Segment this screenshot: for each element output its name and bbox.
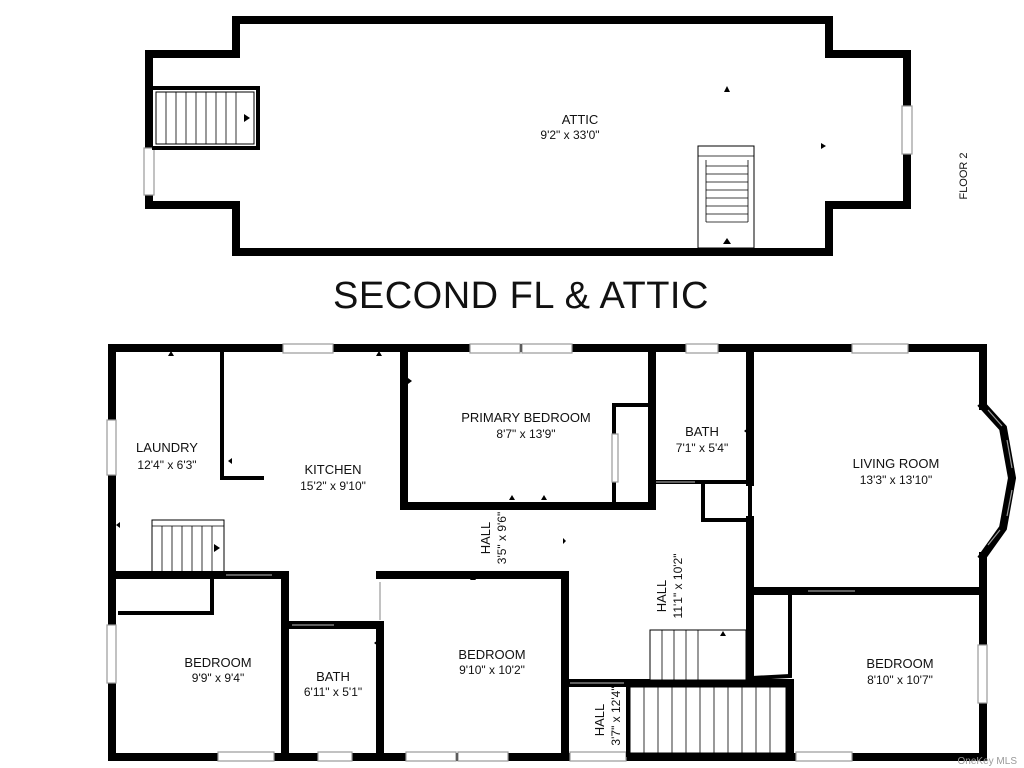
attic-dims: 9'2" x 33'0" — [540, 128, 599, 142]
marker — [744, 428, 748, 434]
wall — [746, 516, 987, 682]
window — [469, 343, 521, 354]
window — [977, 644, 988, 704]
wall — [220, 351, 264, 480]
room-dims-kitchen: 15'2" x 9'10" — [300, 479, 366, 493]
room-name-hall-middle: HALL — [478, 522, 493, 555]
wall — [118, 578, 214, 615]
wall — [751, 591, 792, 680]
marker — [563, 538, 566, 544]
window — [851, 343, 909, 354]
stair-laundry — [151, 519, 225, 573]
attic-plan: ATTIC 9'2" x 33'0" — [143, 16, 913, 256]
attic-marker — [724, 86, 730, 92]
wall — [400, 347, 656, 510]
window — [795, 751, 853, 762]
marker — [168, 351, 174, 356]
window — [521, 343, 573, 354]
wall — [652, 480, 752, 522]
room-name-living-room: LIVING ROOM — [853, 456, 940, 471]
room-name-bedroom-left: BEDROOM — [184, 655, 251, 670]
window — [405, 751, 457, 762]
stair-hall — [629, 629, 787, 754]
marker — [116, 522, 120, 528]
window — [282, 343, 334, 354]
marker — [509, 495, 515, 500]
room-dims-bedroom-right: 8'10" x 10'7" — [867, 673, 933, 687]
attic-marker — [821, 143, 826, 149]
marker — [228, 458, 232, 464]
room-dims-bath-lower: 6'11" x 5'1" — [304, 685, 362, 699]
watermark: OneKey MLS — [958, 756, 1018, 767]
window — [685, 343, 719, 354]
attic-stair-right — [697, 145, 755, 249]
attic-outline — [145, 16, 911, 256]
plan-heading: SECOND FL & ATTIC — [333, 275, 709, 317]
bay-window — [977, 400, 1017, 562]
room-dims-bedroom-middle: 9'10" x 10'2" — [459, 663, 525, 677]
window — [106, 419, 117, 476]
attic-window-left — [143, 147, 155, 196]
window — [317, 751, 353, 762]
room-name-bath-lower: BATH — [316, 669, 350, 684]
marker — [470, 575, 476, 580]
room-dims-hall-middle: 3'5" x 9'6" — [495, 512, 509, 564]
marker — [374, 640, 378, 646]
marker — [720, 631, 726, 636]
room-name-primary-bedroom: PRIMARY BEDROOM — [461, 410, 591, 425]
room-dims-hall-right: 11'1" x 10'2" — [671, 554, 685, 619]
window — [569, 751, 627, 762]
room-name-bath-upper: BATH — [685, 424, 719, 439]
room-dims-laundry: 12'4" x 6'3" — [137, 458, 196, 472]
room-dims-living-room: 13'3" x 13'10" — [860, 473, 933, 487]
marker — [376, 351, 382, 356]
room-dims-bedroom-left: 9'9" x 9'4" — [192, 671, 244, 685]
floor-label: FLOOR 2 — [958, 152, 970, 199]
closet-door — [611, 433, 619, 483]
room-dims-primary-bedroom: 8'7" x 13'9" — [496, 427, 555, 441]
marker — [541, 495, 547, 500]
room-name-bedroom-right: BEDROOM — [866, 656, 933, 671]
wall — [561, 679, 794, 761]
room-name-hall-lower: HALL — [592, 704, 607, 737]
room-name-hall-right: HALL — [654, 580, 669, 613]
room-name-bedroom-middle: BEDROOM — [458, 647, 525, 662]
attic-window-right — [901, 105, 913, 155]
window — [457, 751, 509, 762]
second-floor-plan: LAUNDRY 12'4" x 6'3" KITCHEN 15'2" x 9'1… — [106, 343, 1017, 762]
attic-stair-left — [152, 86, 260, 150]
window — [106, 624, 117, 684]
room-name-laundry: LAUNDRY — [136, 440, 198, 455]
room-name-kitchen: KITCHEN — [304, 462, 361, 477]
room-dims-bath-upper: 7'1" x 5'4" — [676, 441, 728, 455]
wall — [376, 571, 569, 761]
window — [217, 751, 275, 762]
wall — [612, 403, 652, 506]
marker — [888, 587, 894, 592]
marker — [408, 378, 412, 384]
room-dims-hall-lower: 3'7" x 12'4" — [609, 686, 623, 745]
attic-name: ATTIC — [562, 112, 599, 127]
wall — [108, 571, 289, 761]
